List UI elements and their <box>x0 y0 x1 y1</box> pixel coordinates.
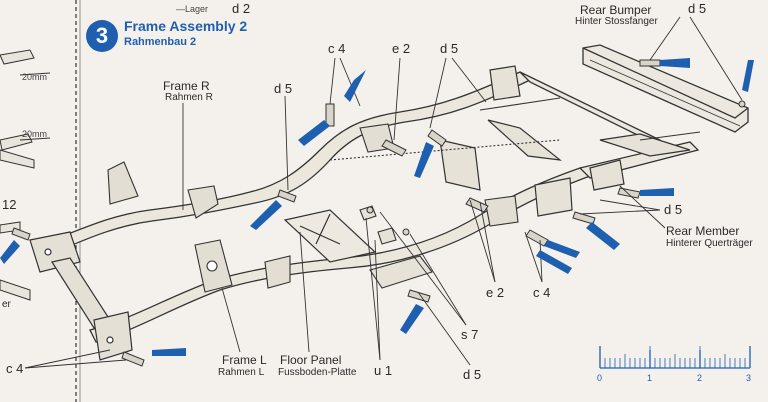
code-u1: u 1 <box>374 363 393 378</box>
partial-lager-label: —Lager <box>176 4 209 14</box>
rear-member-label: Rear Member <box>666 224 740 238</box>
code-d5-bottom: d 5 <box>463 367 482 382</box>
screws <box>11 59 746 367</box>
code-d5-left: d 5 <box>274 81 293 96</box>
partial-d2-label: d 2 <box>232 1 251 16</box>
floor-panel-label-de: Fussboden-Platte <box>278 367 357 378</box>
frame-r-label: Frame R <box>163 79 210 93</box>
code-e2-bottom: e 2 <box>486 285 505 300</box>
rear-bumper-label-de: Hinter Stossfanger <box>575 16 658 27</box>
code-d5-rear: d 5 <box>664 202 683 217</box>
code-c4-left: c 4 <box>6 361 24 376</box>
scale-ruler <box>599 346 751 369</box>
rear-member-label-de: Hinterer Querträger <box>666 238 753 249</box>
code-d5-top: d 5 <box>440 41 459 56</box>
code-c4-top: c 4 <box>328 41 346 56</box>
scale-tick-3: 3 <box>746 373 752 383</box>
code-s7: s 7 <box>461 327 479 342</box>
rear-bumper-label: Rear Bumper <box>580 3 652 17</box>
frame-l-label: Frame L <box>222 353 267 367</box>
left-panel-divider <box>75 0 81 402</box>
front-cross-member <box>29 231 133 361</box>
floor-panel-label: Floor Panel <box>280 353 342 367</box>
scale-tick-0: 0 <box>597 373 603 383</box>
cross-tubes <box>329 97 701 161</box>
code-d5-bumper: d 5 <box>688 1 707 16</box>
rear-member-brackets <box>439 65 691 217</box>
rear-bumper <box>582 44 749 133</box>
floor-panel <box>283 209 377 263</box>
left-code-12: 12 <box>2 197 17 212</box>
step-number-badge: 3 <box>86 20 118 52</box>
blue-arrows <box>0 58 754 356</box>
leader-lines <box>24 16 743 369</box>
code-e2-top: e 2 <box>392 41 411 56</box>
left-length-1: 20mm <box>22 72 48 82</box>
frame-r-label-de: Rahmen R <box>165 92 213 103</box>
code-c4-bottom: c 4 <box>533 285 551 300</box>
lower-parts <box>359 205 433 289</box>
scale-tick-2: 2 <box>697 373 703 383</box>
left-length-2: 20mm <box>22 129 48 139</box>
step-title: Frame Assembly 2 <box>124 18 248 34</box>
frame-l-label-de: Rahmen L <box>218 367 265 378</box>
step-subtitle: Rahmenbau 2 <box>124 36 197 48</box>
scale-tick-1: 1 <box>647 373 653 383</box>
left-partial-er: er <box>2 299 11 310</box>
